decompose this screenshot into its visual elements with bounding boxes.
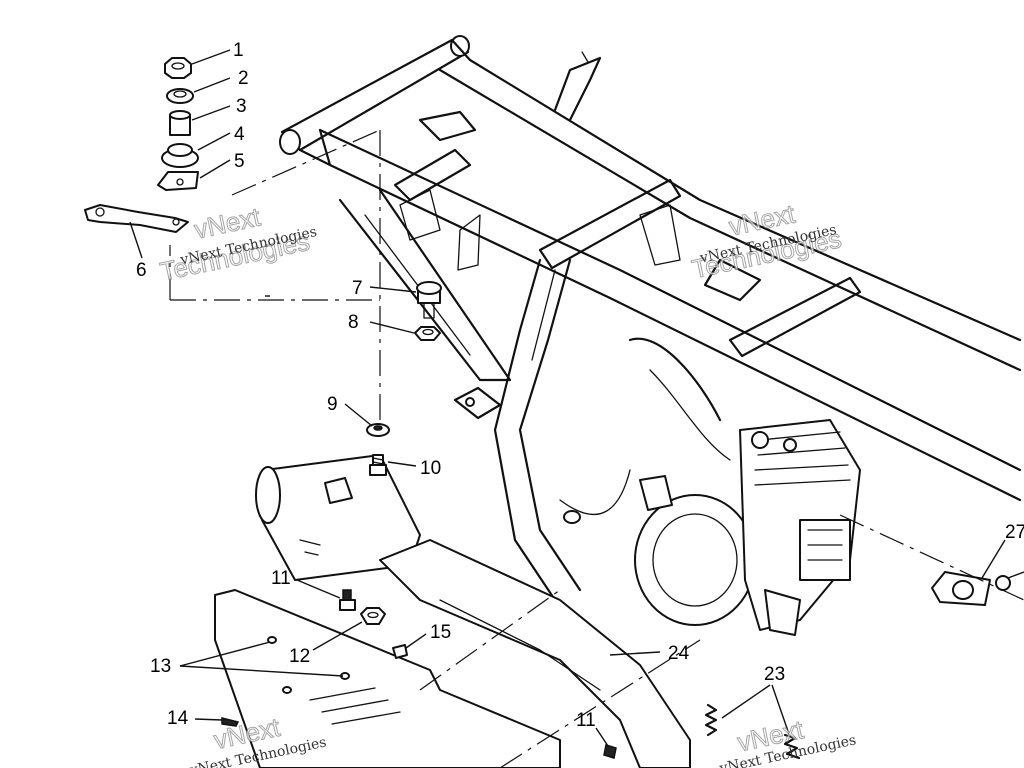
callout-7: 7: [352, 278, 363, 299]
leader-lines: [129, 49, 1006, 747]
callout-4: 4: [234, 124, 245, 145]
heat-shield: [214, 589, 561, 768]
part-23-springs: [704, 703, 801, 760]
watermark-2: vNext Technologies vNext Technologies: [689, 198, 845, 285]
callout-9: 9: [327, 394, 338, 415]
callout-1: 1: [233, 40, 244, 61]
part-7-bumper: [416, 281, 442, 319]
watermark-4: vNext vNext Technologies: [717, 714, 857, 768]
part-14-screw: [221, 717, 240, 727]
part-27-gasket: [931, 571, 1024, 606]
callout-27: 27: [1005, 522, 1024, 543]
watermark-1: vNext Technologies vNext Technologies: [157, 201, 318, 287]
part-15-clip: [392, 644, 408, 659]
part-6-bracket: [84, 204, 189, 233]
callout-10: 10: [420, 458, 441, 479]
part-9-washer: [366, 423, 390, 437]
engine-assembly: [634, 419, 861, 636]
callout-23: 23: [764, 664, 785, 685]
exhaust-pipe: [379, 539, 691, 768]
assembly-lines: [169, 129, 1024, 768]
callout-12: 12: [289, 646, 310, 667]
vehicle-frame: [279, 35, 1022, 602]
callout-14: 14: [167, 708, 189, 729]
callout-8: 8: [348, 312, 359, 333]
part-11-bolt-b: [603, 744, 617, 759]
callout-11-b: 11: [576, 710, 596, 731]
callout-15: 15: [430, 622, 451, 643]
part-3-sleeve: [169, 110, 191, 136]
part-11-bolt-a: [339, 589, 356, 611]
callout-5: 5: [234, 151, 245, 172]
callout-24: 24: [668, 643, 690, 664]
part-8-nut: [414, 326, 441, 341]
part-12-nut: [360, 607, 386, 625]
callout-6: 6: [136, 260, 147, 281]
part-10-bolt: [369, 454, 387, 476]
part-2-washer: [166, 88, 194, 104]
part-4-grommet: [161, 143, 199, 168]
callout-2: 2: [238, 68, 249, 89]
callout-labels: 1 2 3 4 5 6 7 8 9 10 11 12 13 14 15 24 1…: [136, 40, 1024, 731]
part-5-clamp: [157, 171, 199, 191]
callout-13: 13: [150, 656, 171, 677]
callout-11-a: 11: [271, 568, 291, 589]
part-1-nut: [164, 57, 192, 79]
callout-3: 3: [236, 96, 247, 117]
muffler: [255, 454, 421, 581]
